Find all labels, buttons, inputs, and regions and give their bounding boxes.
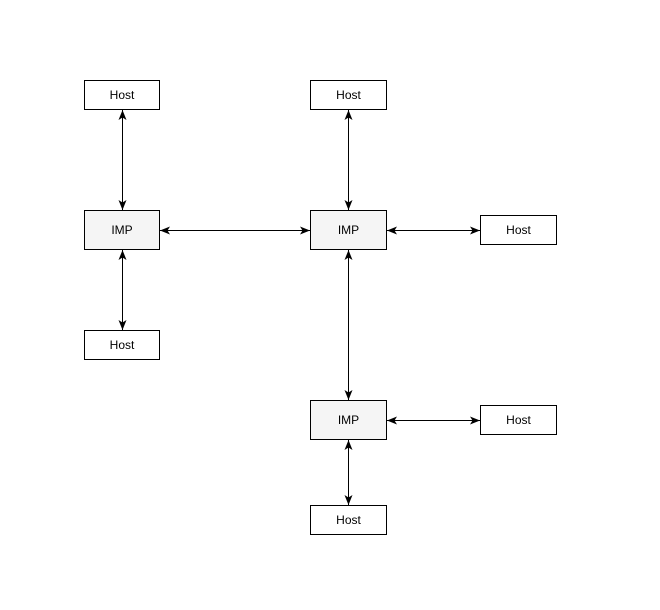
node-imp-center-label: IMP bbox=[337, 223, 360, 237]
node-host-bottom: Host bbox=[310, 505, 387, 535]
node-host-right-label: Host bbox=[506, 223, 531, 237]
node-host-lower-right: Host bbox=[480, 405, 557, 435]
node-host-bottom-left: Host bbox=[84, 330, 160, 360]
node-imp-center: IMP bbox=[310, 210, 387, 250]
node-host-lower-right-label: Host bbox=[506, 413, 531, 427]
node-host-bottom-label: Host bbox=[336, 513, 361, 527]
node-host-top-left-label: Host bbox=[109, 88, 135, 102]
node-host-top-center-label: Host bbox=[336, 88, 361, 102]
node-imp-left: IMP bbox=[84, 210, 160, 250]
node-host-right: Host bbox=[480, 215, 557, 245]
node-imp-left-label: IMP bbox=[111, 223, 133, 237]
node-host-bottom-left-label: Host bbox=[109, 338, 135, 352]
node-imp-lower: IMP bbox=[310, 400, 387, 440]
node-host-top-left: Host bbox=[84, 80, 160, 110]
node-host-top-center: Host bbox=[310, 80, 387, 110]
node-imp-lower-label: IMP bbox=[337, 413, 360, 427]
